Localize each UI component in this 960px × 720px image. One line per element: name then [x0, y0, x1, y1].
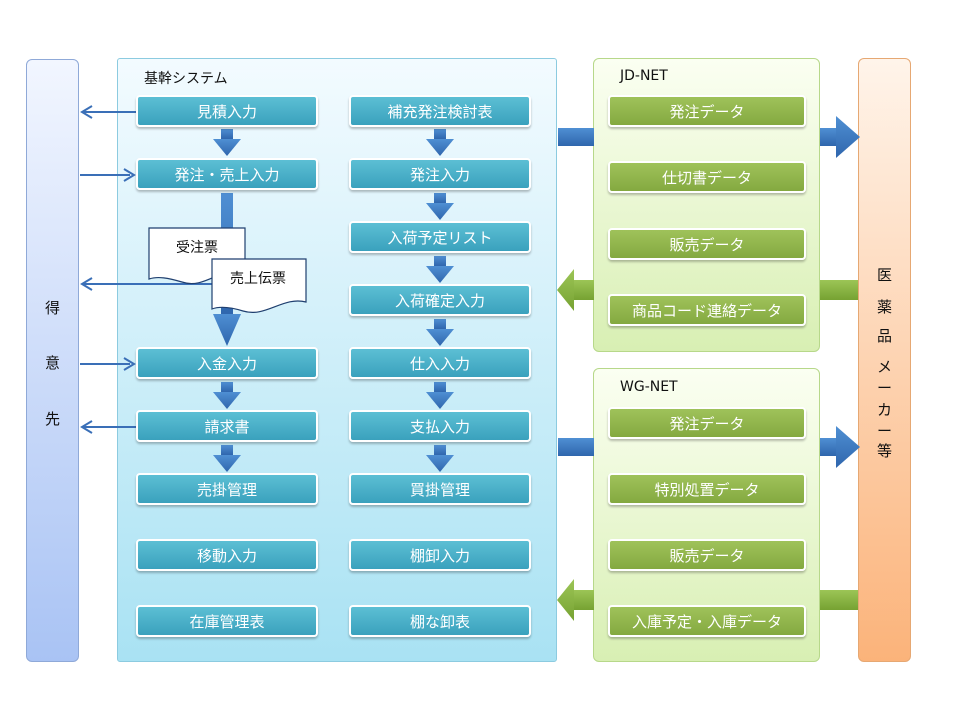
maker-char-6: カ — [876, 401, 892, 419]
customer-panel: 得 意 先 — [26, 59, 79, 662]
accounts-payable-box[interactable]: 買掛管理 — [349, 473, 531, 505]
core-system-title: 基幹システム — [144, 71, 228, 87]
inventory-table-box[interactable]: 在庫管理表 — [136, 605, 318, 637]
accounts-receivable-box[interactable]: 売掛管理 — [136, 473, 318, 505]
maker-char-7: ー — [876, 422, 892, 440]
replenish-review-box[interactable]: 補充発注検討表 — [349, 95, 531, 127]
jd-product-code-data-box[interactable]: 商品コード連絡データ — [608, 294, 806, 326]
arrival-confirm-input-box[interactable]: 入荷確定入力 — [349, 284, 531, 316]
transfer-input-box[interactable]: 移動入力 — [136, 539, 318, 571]
order-sales-input-box[interactable]: 発注・売上入力 — [136, 158, 318, 190]
maker-char-3: 品 — [876, 327, 892, 345]
jd-invoice-data-box[interactable]: 仕切書データ — [608, 161, 806, 193]
purchase-input-box[interactable]: 仕入入力 — [349, 347, 531, 379]
estimate-input-box[interactable]: 見積入力 — [136, 95, 318, 127]
payment-input-box[interactable]: 入金入力 — [136, 347, 318, 379]
sales-slip-doc: 売上伝票 — [211, 258, 307, 313]
jd-sales-data-box[interactable]: 販売データ — [608, 228, 806, 260]
customer-char-3: 先 — [44, 410, 60, 428]
customer-char-2: 意 — [44, 354, 60, 372]
maker-char-2: 薬 — [876, 298, 892, 316]
customer-char-1: 得 — [44, 299, 60, 317]
arrival-schedule-list-box[interactable]: 入荷予定リスト — [349, 221, 531, 253]
order-slip-label: 受注票 — [176, 240, 218, 256]
sales-slip-label: 売上伝票 — [230, 271, 286, 287]
maker-char-5: ー — [876, 379, 892, 397]
wg-order-data-box[interactable]: 発注データ — [608, 407, 806, 439]
payment-out-input-box[interactable]: 支払入力 — [349, 410, 531, 442]
maker-char-8: 等 — [876, 442, 892, 460]
invoice-box[interactable]: 請求書 — [136, 410, 318, 442]
purchase-order-input-box[interactable]: 発注入力 — [349, 158, 531, 190]
wg-receipt-data-box[interactable]: 入庫予定・入庫データ — [608, 605, 806, 637]
network-arrows — [557, 116, 860, 621]
wg-special-handling-data-box[interactable]: 特別処置データ — [608, 473, 806, 505]
wg-sales-data-box[interactable]: 販売データ — [608, 539, 806, 571]
jd-net-title: JD-NET — [620, 68, 668, 84]
jd-order-data-box[interactable]: 発注データ — [608, 95, 806, 127]
maker-char-1: 医 — [876, 266, 892, 284]
wg-net-title: WG-NET — [620, 379, 678, 395]
manufacturer-panel: 医 薬 品 メ ー カ ー 等 — [858, 58, 911, 662]
stocktake-table-box[interactable]: 棚な卸表 — [349, 605, 531, 637]
stocktake-input-box[interactable]: 棚卸入力 — [349, 539, 531, 571]
maker-char-4: メ — [876, 358, 892, 376]
